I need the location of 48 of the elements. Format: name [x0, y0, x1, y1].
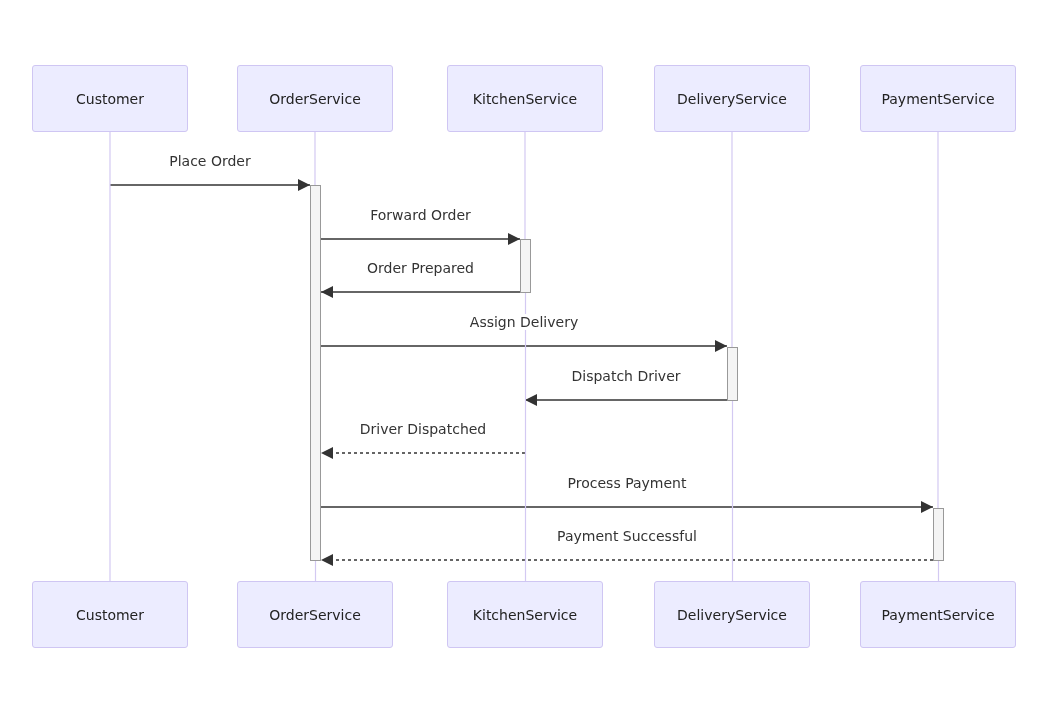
participant-name: Customer [76, 606, 144, 623]
participant-box [654, 65, 810, 132]
lifeline [314, 131, 316, 186]
participant-box [860, 581, 1016, 648]
message-label: Order Prepared [365, 260, 476, 276]
participant-name: PaymentService [881, 606, 995, 623]
participant-box [237, 581, 393, 648]
lifeline [731, 400, 734, 582]
lifeline [524, 292, 527, 582]
participant-name: PaymentService [881, 90, 995, 107]
message-arrow [320, 447, 526, 459]
lifeline [109, 131, 111, 582]
message-arrow [320, 554, 934, 566]
participant-box [447, 581, 603, 648]
participant-box [860, 65, 1016, 132]
activation-bar [310, 185, 321, 561]
message-label: Forward Order [368, 207, 473, 223]
participant-name: OrderService [269, 90, 361, 107]
message-arrow [109, 179, 311, 191]
participant-name: KitchenService [472, 606, 578, 623]
lifeline [731, 131, 733, 348]
activation-bar [933, 508, 944, 561]
lifeline [314, 560, 317, 582]
participant-box [237, 65, 393, 132]
message-arrow [320, 286, 521, 298]
lifeline [524, 131, 526, 240]
message-label: Place Order [167, 153, 253, 169]
message-label: Payment Successful [555, 528, 699, 544]
participant-box [32, 65, 188, 132]
participant-name: KitchenService [472, 90, 578, 107]
message-arrow [320, 233, 521, 245]
participant-box [32, 581, 188, 648]
message-label: Dispatch Driver [569, 368, 683, 384]
participant-name: DeliveryService [677, 606, 787, 623]
activation-bar [520, 239, 531, 293]
message-arrow [320, 501, 934, 513]
participant-box [447, 65, 603, 132]
lifeline [937, 131, 939, 509]
participant-box [654, 581, 810, 648]
activation-bar [727, 347, 738, 401]
message-label: Assign Delivery [467, 314, 581, 330]
lifeline [937, 560, 940, 582]
participant-name: DeliveryService [677, 90, 787, 107]
participant-name: OrderService [269, 606, 361, 623]
message-arrow [320, 340, 728, 352]
message-label: Process Payment [565, 475, 689, 491]
participant-name: Customer [76, 90, 144, 107]
message-arrow [524, 394, 728, 406]
